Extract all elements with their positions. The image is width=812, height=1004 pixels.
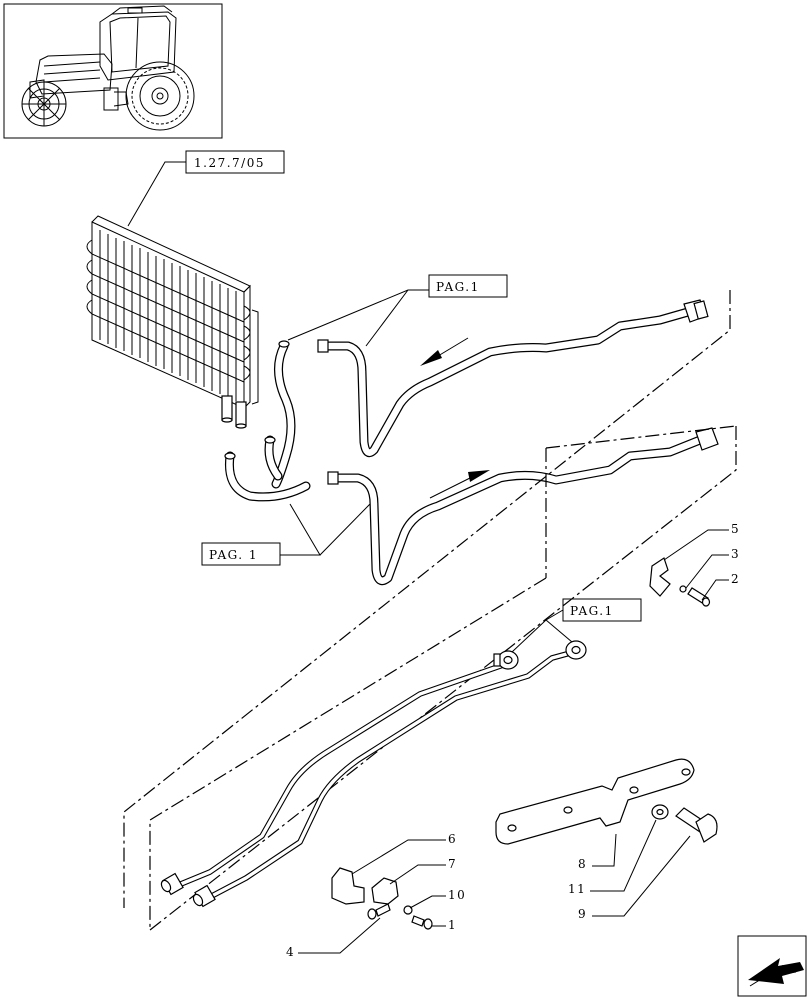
- feed-pipe: [327, 427, 719, 586]
- bracket: [495, 758, 718, 845]
- pag-ref-middle[interactable]: PAG. 1: [209, 548, 258, 562]
- callout-8[interactable]: 8: [578, 857, 587, 871]
- oil-cooler: [86, 215, 259, 429]
- callout-10[interactable]: 10: [448, 888, 466, 902]
- callout-3[interactable]: 3: [731, 547, 740, 561]
- return-pipe: [317, 299, 709, 458]
- lower-pipes: [160, 640, 587, 908]
- callout-6[interactable]: 6: [448, 832, 457, 846]
- clamp-assembly-upper: [649, 557, 711, 607]
- clamp-assembly-lower: [331, 867, 433, 930]
- next-page-arrow-icon[interactable]: [737, 935, 807, 997]
- group-ref-label[interactable]: 1.27.7/05: [194, 156, 265, 170]
- pag-ref-lower[interactable]: PAG.1: [570, 604, 614, 618]
- callout-1[interactable]: 1: [448, 918, 457, 932]
- tractor-icon: [3, 3, 223, 139]
- callout-11[interactable]: 11: [568, 882, 586, 896]
- callout-9[interactable]: 9: [578, 907, 587, 921]
- callout-5[interactable]: 5: [731, 522, 740, 536]
- cooler-hoses: [224, 340, 311, 502]
- pag-ref-top[interactable]: PAG.1: [436, 280, 480, 294]
- callout-2[interactable]: 2: [731, 572, 740, 586]
- callout-4[interactable]: 4: [286, 945, 295, 959]
- callout-7[interactable]: 7: [448, 857, 457, 871]
